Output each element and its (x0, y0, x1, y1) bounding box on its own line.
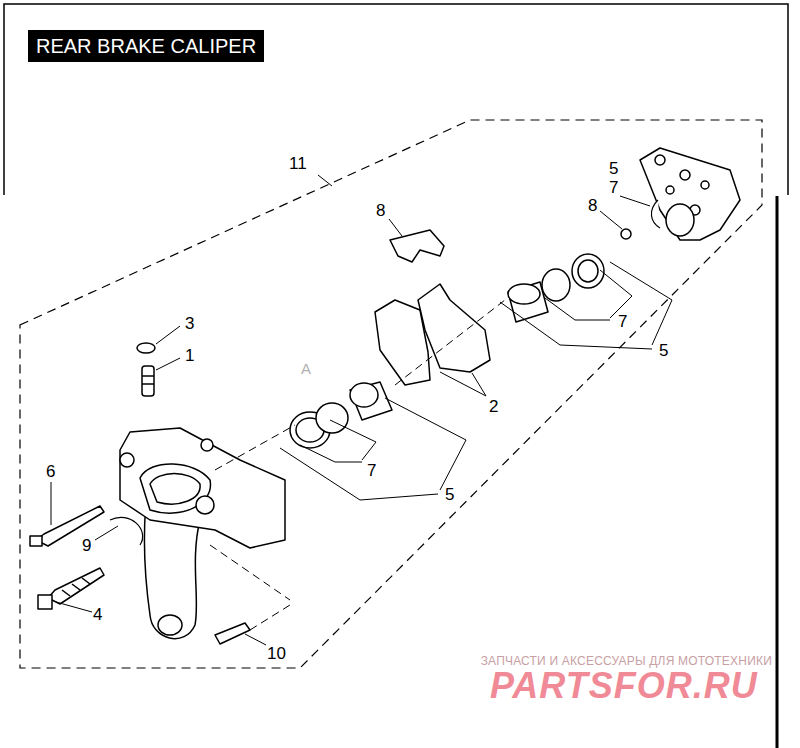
callout-number: 11 (288, 155, 308, 172)
callout-number: 9 (81, 537, 92, 554)
callout-number: 8 (375, 202, 386, 219)
callout-number: 6 (45, 463, 56, 480)
callout-number: 2 (488, 398, 499, 415)
callout-number: 5 (658, 342, 669, 359)
callout-number: 5 (444, 486, 455, 503)
callout-number: 10 (266, 645, 287, 662)
callout-number: 7 (366, 462, 377, 479)
callout-number: 7 (608, 179, 619, 196)
callout-number: 7 (617, 313, 628, 330)
watermark-logo: PARTSFOR.RU (490, 668, 758, 704)
callout-number: 8 (587, 197, 598, 214)
callout-number: 1 (184, 347, 195, 364)
callout-number: 3 (184, 315, 195, 332)
callout-number: 4 (92, 606, 103, 623)
faint-mark: A (301, 361, 311, 376)
diagram-title: REAR BRAKE CALIPER (28, 30, 264, 62)
watermark-text: ЗАПЧАСТИ И АКСЕССУАРЫ ДЛЯ МОТОТЕХНИКИ (481, 655, 772, 667)
callout-number: 5 (608, 160, 619, 177)
